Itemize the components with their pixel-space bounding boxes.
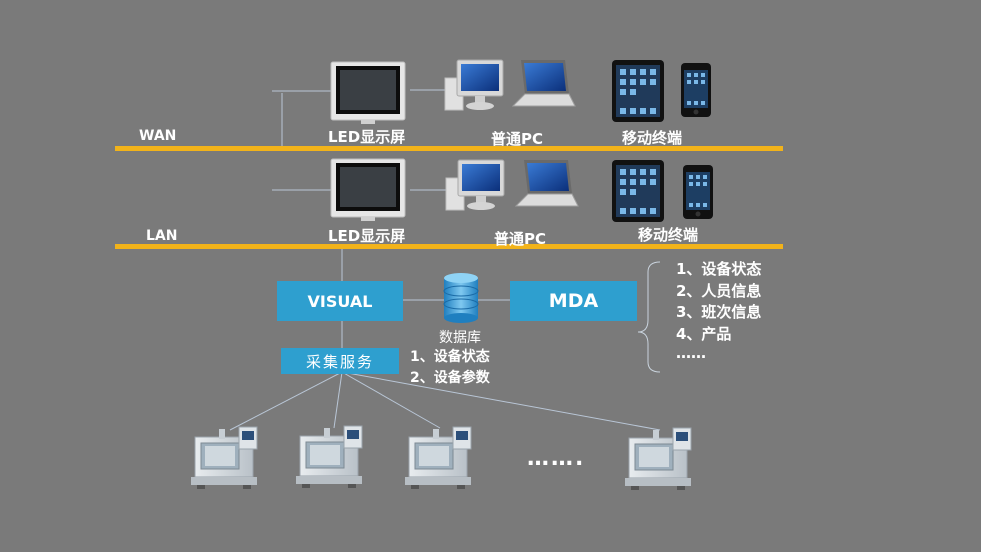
- phone-icon: [681, 63, 711, 117]
- wan-label: WAN: [139, 128, 177, 144]
- laptop-icon: [515, 159, 579, 207]
- led-display-icon: [330, 158, 406, 222]
- machines-ellipsis: …….: [527, 446, 586, 471]
- mda-box: MDA: [510, 281, 637, 321]
- list-item: ……: [676, 344, 706, 362]
- phone-icon: [683, 165, 713, 219]
- collect-item-list: 1、设备状态 2、设备参数: [410, 347, 490, 389]
- lan-bus: [115, 244, 783, 249]
- wan-pc-label: 普通PC: [491, 130, 544, 148]
- cnc-machine-icon: [624, 427, 692, 491]
- cnc-machine-icon: [295, 425, 363, 489]
- laptop-icon: [512, 59, 576, 107]
- wan-mobile-label: 移动终端: [622, 129, 683, 147]
- desktop-pc-icon: [445, 159, 505, 211]
- list-item: 2、设备参数: [410, 370, 490, 386]
- wan-bus: [115, 146, 783, 151]
- mda-item-list: 1、设备状态 2、人员信息 3、班次信息 4、产品 ……: [676, 259, 761, 361]
- desktop-pc-icon: [444, 59, 504, 111]
- database-icon: [443, 273, 479, 323]
- list-item: 4、产品: [676, 324, 732, 343]
- collect-service-box: 采集服务: [281, 348, 399, 374]
- lan-mobile-label: 移动终端: [638, 226, 699, 244]
- wan-led-label: LED显示屏: [328, 128, 406, 146]
- tablet-icon: [612, 160, 664, 222]
- lan-pc-label: 普通PC: [494, 230, 547, 248]
- led-display-icon: [330, 61, 406, 125]
- cnc-machine-icon: [190, 426, 258, 490]
- list-item: 1、设备状态: [676, 260, 762, 278]
- cnc-machine-icon: [404, 426, 472, 490]
- list-item: 1、设备状态: [410, 349, 490, 365]
- database-label: 数据库: [439, 330, 481, 346]
- list-item: 3、班次信息: [676, 303, 762, 321]
- lan-label: LAN: [146, 228, 178, 244]
- tablet-icon: [612, 60, 664, 122]
- visual-box: VISUAL: [277, 281, 403, 321]
- lan-led-label: LED显示屏: [328, 227, 406, 245]
- list-item: 2、人员信息: [676, 281, 762, 300]
